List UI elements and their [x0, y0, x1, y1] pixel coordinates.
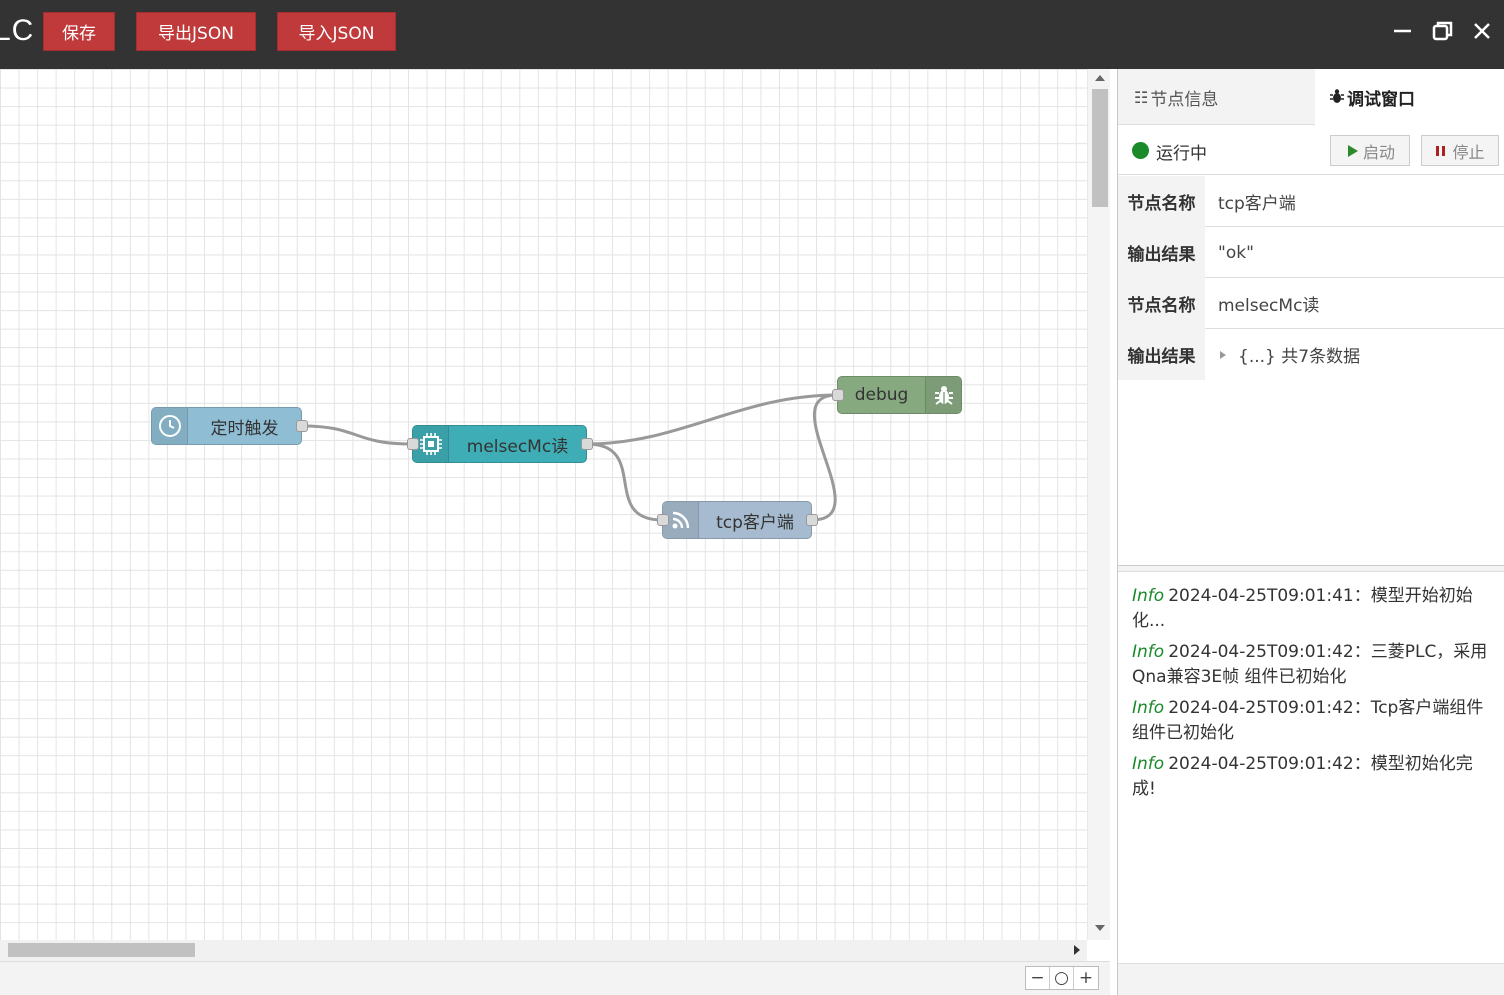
input-port[interactable]	[657, 514, 669, 526]
log-level: Info	[1132, 586, 1165, 606]
bug-icon	[1329, 87, 1345, 107]
flow-canvas[interactable]: 定时触发 melsecMc读 tcp客户端 debug	[0, 69, 1087, 940]
side-panel: ☷ 节点信息 调试窗口 运行中 启动 停止 节点名称 tcp客户端 输出结果 "…	[1117, 69, 1504, 995]
input-port[interactable]	[407, 438, 419, 450]
close-icon[interactable]	[1469, 18, 1495, 44]
flow-workspace: 定时触发 melsecMc读 tcp客户端 debug	[0, 69, 1110, 995]
running-indicator-icon	[1132, 142, 1149, 159]
node-label: melsecMc读	[466, 436, 569, 457]
output-port[interactable]	[581, 438, 593, 450]
log-level: Info	[1132, 642, 1165, 662]
info-key: 输出结果	[1118, 227, 1205, 278]
stop-label: 停止	[1452, 142, 1485, 162]
save-button[interactable]: 保存	[43, 12, 115, 51]
list-icon: ☷	[1134, 87, 1149, 107]
node-tcp-client[interactable]: tcp客户端	[657, 501, 818, 539]
info-key: 节点名称	[1118, 278, 1205, 329]
pause-icon	[1436, 145, 1446, 156]
tab-node-info[interactable]: ☷ 节点信息	[1134, 69, 1314, 125]
stop-button[interactable]: 停止	[1421, 135, 1499, 166]
node-timer[interactable]: 定时触发	[151, 407, 308, 445]
start-button[interactable]: 启动	[1330, 135, 1410, 166]
import-json-button[interactable]: 导入JSON	[277, 12, 396, 51]
panel-tabs: ☷ 节点信息 调试窗口	[1118, 69, 1504, 125]
canvas-footer: − ○ +	[0, 961, 1110, 995]
zoom-out-button[interactable]: −	[1026, 967, 1050, 989]
run-status-bar: 运行中 启动 停止	[1118, 125, 1504, 175]
wire-melsec-debug[interactable]	[586, 393, 838, 446]
node-label: 定时触发	[210, 418, 279, 439]
horizontal-scroll-thumb[interactable]	[8, 943, 195, 957]
title-bar: LC 保存 导出JSON 导入JSON	[0, 0, 1504, 69]
node-label: tcp客户端	[716, 512, 794, 533]
zoom-reset-button[interactable]: ○	[1050, 967, 1074, 989]
node-label: debug	[854, 385, 909, 405]
info-row: 输出结果 {...} 共7条数据	[1118, 329, 1504, 380]
wires-layer	[301, 393, 838, 522]
bug-icon	[925, 377, 961, 413]
node-debug[interactable]: debug	[832, 376, 962, 414]
tab-label: 节点信息	[1150, 89, 1219, 110]
log-text: 2024-04-25T09:01:42：Tcp客户端组件 组件已初始化	[1132, 698, 1484, 743]
info-value: "ok"	[1218, 242, 1254, 263]
panel-footer	[1118, 963, 1504, 995]
info-value-expandable[interactable]: {...} 共7条数据	[1206, 329, 1360, 380]
play-icon	[1347, 144, 1358, 157]
log-text: 2024-04-25T09:01:41：模型开始初始化...	[1132, 586, 1473, 631]
feed-icon	[663, 502, 699, 538]
output-port[interactable]	[806, 514, 818, 526]
app-title: LC	[0, 14, 35, 47]
chip-icon	[413, 426, 449, 462]
wire-tcp-debug[interactable]	[811, 393, 838, 522]
tab-label: 调试窗口	[1347, 89, 1415, 110]
info-key: 节点名称	[1118, 176, 1205, 227]
node-melsec-read[interactable]: melsecMc读	[407, 425, 593, 463]
log-level: Info	[1132, 698, 1165, 718]
info-row: 节点名称 melsecMc读	[1118, 278, 1504, 329]
log-text: 2024-04-25T09:01:42：三菱PLC，采用Qna兼容3E帧 组件已…	[1132, 642, 1488, 687]
scroll-down-icon[interactable]	[1095, 925, 1105, 931]
node-output-table: 节点名称 tcp客户端 输出结果 "ok" 节点名称 melsecMc读 输出结…	[1118, 176, 1504, 380]
status-text: 运行中	[1156, 144, 1207, 164]
scroll-up-icon[interactable]	[1095, 75, 1105, 81]
vertical-scrollbar[interactable]	[1087, 69, 1110, 940]
tab-debug-window[interactable]: 调试窗口	[1315, 69, 1504, 125]
info-row: 输出结果 "ok"	[1118, 227, 1504, 278]
vertical-scroll-thumb[interactable]	[1092, 89, 1108, 207]
export-json-button[interactable]: 导出JSON	[136, 12, 256, 51]
start-label: 启动	[1362, 142, 1395, 162]
info-key: 输出结果	[1118, 329, 1205, 380]
clock-icon	[152, 408, 188, 444]
input-port[interactable]	[832, 389, 844, 401]
wire-timer-melsec[interactable]	[301, 424, 413, 446]
info-row: 节点名称 tcp客户端	[1118, 176, 1504, 227]
zoom-controls: − ○ +	[1025, 966, 1099, 990]
restore-icon[interactable]	[1430, 18, 1456, 44]
scroll-right-icon[interactable]	[1074, 945, 1080, 955]
info-value: tcp客户端	[1218, 194, 1296, 214]
info-value: melsecMc读	[1218, 296, 1320, 316]
horizontal-scrollbar[interactable]	[0, 940, 1087, 961]
log-divider[interactable]	[1118, 566, 1504, 572]
object-summary: {...} 共7条数据	[1238, 347, 1361, 367]
log-text: 2024-04-25T09:01:42：模型初始化完成!	[1132, 754, 1473, 799]
output-port[interactable]	[296, 420, 308, 432]
minimize-icon[interactable]	[1390, 18, 1416, 44]
wire-melsec-tcp[interactable]	[586, 442, 663, 522]
log-level: Info	[1132, 754, 1165, 774]
expand-caret-icon[interactable]	[1220, 350, 1226, 359]
zoom-in-button[interactable]: +	[1078, 968, 1094, 988]
